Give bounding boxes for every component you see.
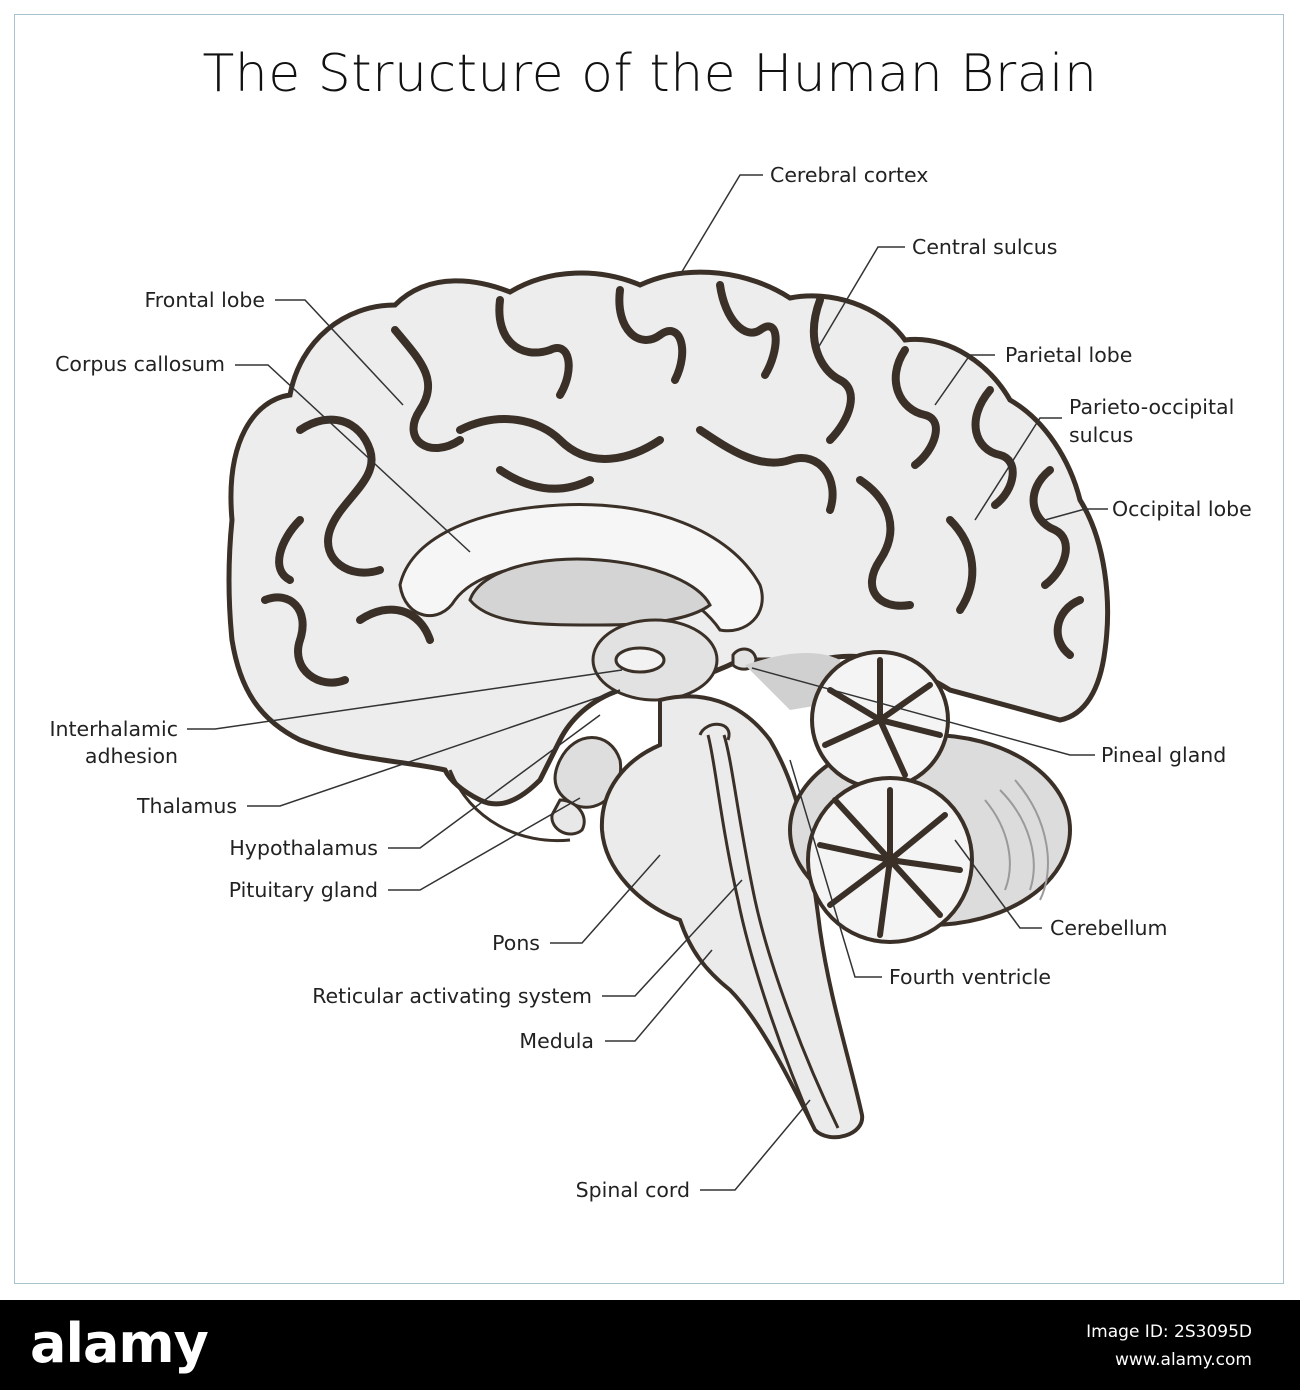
brain-diagram <box>187 174 1111 1191</box>
label-thalamus: Thalamus <box>137 794 237 818</box>
label-occipital-lobe: Occipital lobe <box>1112 497 1252 521</box>
label-pituitary-gland: Pituitary gland <box>228 878 378 902</box>
brainstem-shape <box>599 694 865 1140</box>
label-cerebellum: Cerebellum <box>1050 916 1168 940</box>
cerebellum-shape <box>788 650 1072 944</box>
label-interhalamic-line1: Interhalamic <box>49 717 178 741</box>
label-corpus-callosum: Corpus callosum <box>55 352 225 376</box>
label-interhalamic-line2: adhesion <box>84 744 178 768</box>
lateral-ventricle-shape <box>468 557 712 627</box>
footer-bar <box>0 1300 1300 1390</box>
site-url: www.alamy.com <box>1114 1350 1252 1370</box>
leader-lines <box>187 174 1108 1191</box>
gyri-folds <box>261 281 1084 687</box>
diagram-title: The Structure of the Human Brain <box>202 44 1098 104</box>
label-parieto-occipital-line2: sulcus <box>1069 423 1134 447</box>
label-frontal-lobe: Frontal lobe <box>144 288 266 312</box>
label-pons: Pons <box>492 931 540 955</box>
label-central-sulcus: Central sulcus <box>912 235 1058 259</box>
label-pineal-gland: Pineal gland <box>1101 743 1227 767</box>
label-spinal-cord: Spinal cord <box>575 1178 690 1202</box>
label-fourth-ventricle: Fourth ventricle <box>889 965 1052 989</box>
label-parietal-lobe: Parietal lobe <box>1005 343 1133 367</box>
image-id: Image ID: 2S3095D <box>1086 1322 1252 1342</box>
corpus-callosum-shape <box>398 502 764 633</box>
label-hypothalamus: Hypothalamus <box>229 836 378 860</box>
label-cerebral-cortex: Cerebral cortex <box>770 163 929 187</box>
alamy-logo: alamy <box>30 1312 209 1375</box>
label-parieto-occipital-line1: Parieto-occipital <box>1069 395 1235 419</box>
interthalamic-adhesion-shape <box>614 646 666 674</box>
label-medula: Medula <box>519 1029 594 1053</box>
pituitary-shape <box>550 798 586 836</box>
label-reticular-activating-system: Reticular activating system <box>312 984 592 1008</box>
